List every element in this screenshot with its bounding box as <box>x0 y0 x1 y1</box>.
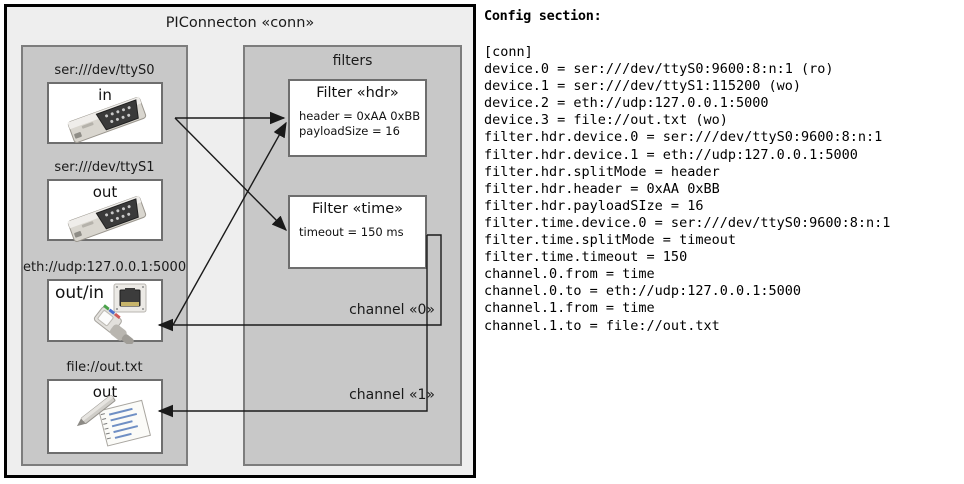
devices-panel: ser:///dev/ttyS0 in <box>21 45 188 466</box>
channel-1-label: channel «1» <box>349 387 435 403</box>
config-line: filter.hdr.device.0 = ser:///dev/ttyS0:9… <box>484 129 883 146</box>
config-line: filter.hdr.header = 0xAA 0xBB <box>484 180 720 197</box>
filter-time-props: timeout = 150 ms <box>299 225 404 240</box>
device-role-in: in <box>98 86 112 104</box>
config-line: [conn] <box>484 44 533 60</box>
filter-hdr-prop-payloadsize: payloadSize = 16 <box>299 124 400 138</box>
filter-hdr-props: header = 0xAA 0xBB payloadSize = 16 <box>299 109 420 139</box>
serial-connector-icon <box>49 84 161 143</box>
edge-in-to-time <box>174 117 287 231</box>
config-line: device.3 = file://out.txt (wo) <box>484 112 728 129</box>
device-box-file[interactable]: out <box>47 379 163 454</box>
serial-connector-icon <box>49 181 161 242</box>
config-line: device.1 = ser:///dev/ttyS1:115200 (wo) <box>484 78 801 95</box>
filter-time-title: Filter «time» <box>311 201 404 217</box>
device-role-out: out <box>92 183 118 201</box>
device-box-eth[interactable]: out/in <box>47 279 163 346</box>
device-role-outin: out/in <box>55 283 105 303</box>
config-line: channel.1.to = file://out.txt <box>484 317 720 334</box>
config-line: filter.hdr.splitMode = header <box>484 163 720 180</box>
config-heading: Config section: <box>484 8 602 24</box>
filter-hdr-title: Filter «hdr» <box>316 85 399 101</box>
device-label-ttyS0: ser:///dev/ttyS0 <box>54 63 155 78</box>
config-line: device.2 = eth://udp:127.0.0.1:5000 <box>484 95 769 112</box>
config-line: filter.hdr.device.1 = eth://udp:127.0.0.… <box>484 146 858 163</box>
edge-channel0 <box>157 234 442 332</box>
config-line: device.0 = ser:///dev/ttyS0:9600:8:n:1 (… <box>484 61 834 78</box>
filter-hdr-prop-header: header = 0xAA 0xBB <box>299 109 421 123</box>
device-box-ttyS1[interactable]: out <box>47 179 163 242</box>
config-line: channel.0.to = eth://udp:127.0.0.1:5000 <box>484 283 801 300</box>
edge-eth-to-hdr <box>172 121 287 326</box>
filter-box-hdr[interactable]: Filter «hdr» header = 0xAA 0xBB payloadS… <box>288 79 427 157</box>
config-line: filter.hdr.payloadSIze = 16 <box>484 197 704 214</box>
filters-panel-title: filters <box>332 53 373 69</box>
filter-time-prop-timeout: timeout = 150 ms <box>299 225 404 239</box>
component-diagram: PIConnecton «conn» ser:///dev/ttyS0 in <box>4 4 476 478</box>
config-line: filter.time.splitMode = timeout <box>484 232 736 249</box>
device-label-file: file://out.txt <box>66 360 143 375</box>
config-lines[interactable]: [conn]device.0 = ser:///dev/ttyS0:9600:8… <box>484 44 890 335</box>
diagram-title: PIConnecton «conn» <box>165 15 315 31</box>
filter-box-time[interactable]: Filter «time» timeout = 150 ms <box>288 195 427 269</box>
device-box-ttyS0[interactable]: in <box>47 82 163 144</box>
device-label-ttyS1: ser:///dev/ttyS1 <box>54 160 155 175</box>
edge-channel1 <box>157 235 428 418</box>
channel-0-label: channel «0» <box>349 302 435 318</box>
ethernet-plug-icon <box>49 281 161 346</box>
device-label-eth: eth://udp:127.0.0.1:5000 <box>23 260 187 275</box>
text-file-icon <box>49 381 161 452</box>
config-line: channel.1.from = time <box>484 300 655 317</box>
config-line: channel.0.from = time <box>484 266 655 283</box>
connector-edges <box>157 111 442 418</box>
config-line: filter.time.timeout = 150 <box>484 249 688 266</box>
filters-panel: filters Filter «hdr» header = 0xAA 0xBB … <box>243 45 462 466</box>
config-section: Config section: [conn]device.0 = ser:///… <box>484 0 964 484</box>
config-line: filter.time.device.0 = ser:///dev/ttyS0:… <box>484 214 891 231</box>
